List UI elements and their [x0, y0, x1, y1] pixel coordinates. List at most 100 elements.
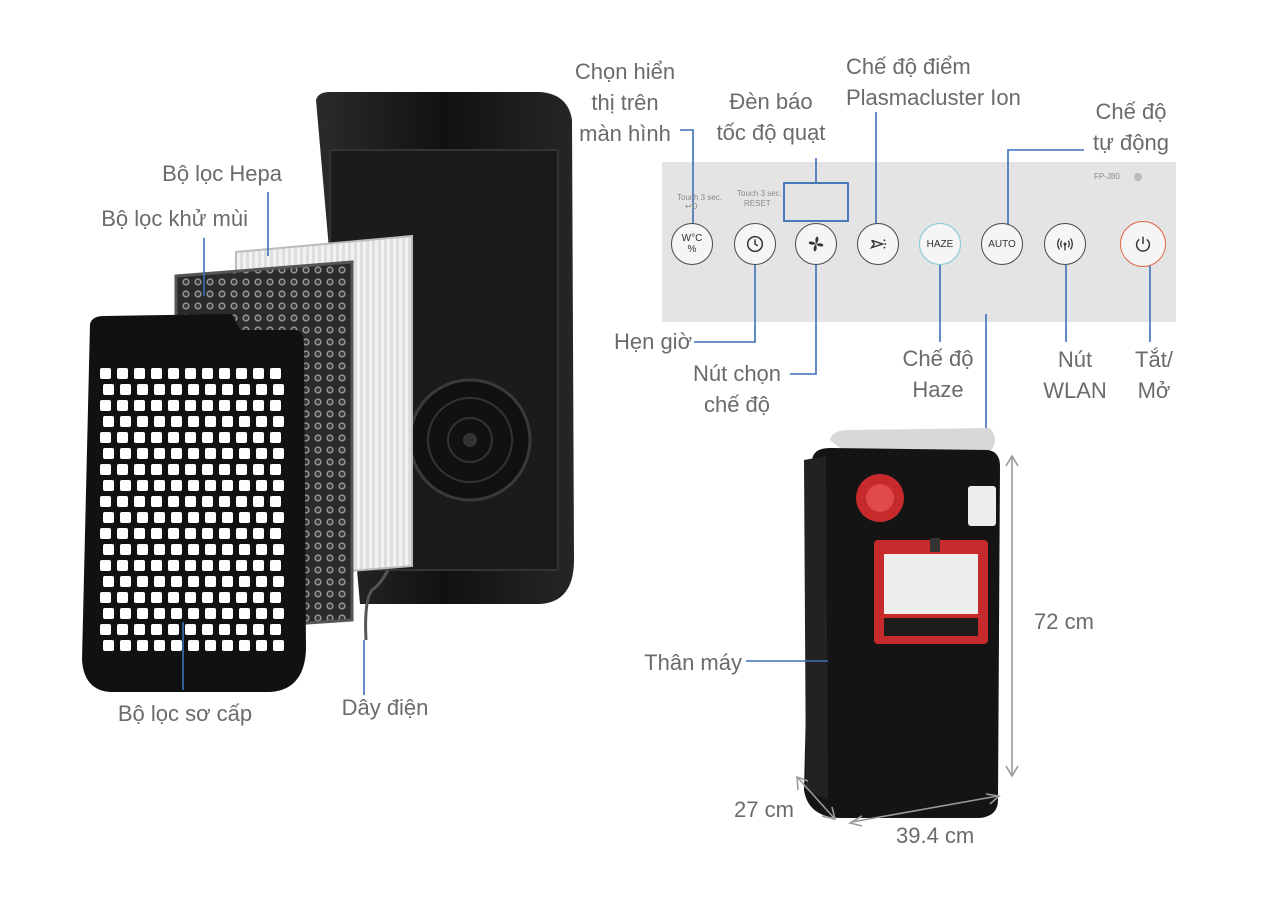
- pre-filter-hole: [256, 416, 267, 427]
- touch-hint-1: Touch 3 sec.: [677, 193, 722, 202]
- pre-filter-hole: [273, 576, 284, 587]
- pre-filter-hole: [188, 544, 199, 555]
- pre-filter-hole: [134, 432, 145, 443]
- pre-filter-hole: [202, 592, 213, 603]
- pre-filter-hole: [103, 480, 114, 491]
- pre-filter-hole: [239, 544, 250, 555]
- pre-filter-hole: [137, 480, 148, 491]
- pre-filter-hole: [171, 480, 182, 491]
- pre-filter-hole: [137, 512, 148, 523]
- pre-filter-shape: [82, 314, 306, 692]
- label-power-line2: Mở: [1137, 378, 1171, 403]
- pre-filter-hole: [202, 368, 213, 379]
- pre-filter-hole: [134, 624, 145, 635]
- label-auto-mode: Chế độ tự động: [1076, 96, 1186, 158]
- plasmacluster-spot-button[interactable]: [857, 223, 899, 265]
- pre-filter-hole: [253, 528, 264, 539]
- pre-filter-hole: [253, 624, 264, 635]
- pre-filter-hole: [137, 608, 148, 619]
- pre-filter-hole: [202, 432, 213, 443]
- pre-filter-hole: [256, 544, 267, 555]
- pre-filter-hole: [154, 576, 165, 587]
- pre-filter-hole: [154, 544, 165, 555]
- label-auto-mode-line1: Chế độ: [1095, 99, 1167, 124]
- pre-filter-hole: [100, 368, 111, 379]
- pre-filter-hole: [273, 384, 284, 395]
- label-wlan-button: Nút WLAN: [1030, 344, 1120, 406]
- pre-filter-hole: [202, 624, 213, 635]
- panel-model: FP-J80: [1094, 172, 1120, 181]
- label-hepa-filter: Bộ lọc Hepa: [162, 161, 282, 186]
- pre-filter-hole: [168, 592, 179, 603]
- label-plasmacluster-line2: Plasmacluster Ion: [846, 85, 1021, 110]
- touch-hint-1-sub: ↩D: [685, 202, 698, 211]
- label-pre-filter: Bộ lọc sơ cấp: [117, 701, 253, 726]
- pre-filter-hole: [239, 608, 250, 619]
- pre-filter-hole: [137, 640, 148, 651]
- pre-filter-hole: [236, 432, 247, 443]
- pre-filter-hole: [120, 640, 131, 651]
- pre-filter-hole: [120, 384, 131, 395]
- pre-filter-hole: [256, 608, 267, 619]
- auto-button-text: AUTO: [988, 238, 1016, 250]
- pre-filter-hole: [205, 576, 216, 587]
- haze-mode-button[interactable]: HAZE: [919, 223, 961, 265]
- pre-filter-hole: [154, 416, 165, 427]
- pre-filter-hole: [253, 560, 264, 571]
- mode-button[interactable]: [795, 223, 837, 265]
- pre-filter-hole: [202, 496, 213, 507]
- label-display-select-line1: Chọn hiển: [574, 59, 676, 84]
- pre-filter-hole: [205, 384, 216, 395]
- pre-filter-hole: [256, 480, 267, 491]
- pre-filter-hole: [103, 576, 114, 587]
- pre-filter-hole: [120, 608, 131, 619]
- pre-filter-hole: [151, 528, 162, 539]
- pre-filter-hole: [239, 512, 250, 523]
- pre-filter-hole: [100, 400, 111, 411]
- pre-filter-hole: [270, 560, 281, 571]
- label-plasmacluster-spot: Chế độ điểm Plasmacluster Ion: [846, 51, 1046, 113]
- pre-filter-hole: [154, 512, 165, 523]
- pre-filter-hole: [117, 464, 128, 475]
- pre-filter-hole: [185, 464, 196, 475]
- pre-filter-hole: [188, 640, 199, 651]
- pre-filter-hole: [205, 544, 216, 555]
- timer-button[interactable]: [734, 223, 776, 265]
- label-plasmacluster-line1: Chế độ điểm: [846, 54, 971, 79]
- pre-filter-hole: [236, 496, 247, 507]
- pre-filter-hole: [270, 624, 281, 635]
- pre-filter-hole: [219, 464, 230, 475]
- pre-filter-hole: [168, 560, 179, 571]
- pre-filter-hole: [168, 528, 179, 539]
- display-select-button[interactable]: W°C %: [671, 223, 713, 265]
- pre-filter-hole: [273, 480, 284, 491]
- pre-filter-hole: [151, 464, 162, 475]
- pre-filter-hole: [205, 416, 216, 427]
- pre-filter-hole: [151, 560, 162, 571]
- pre-filter-hole: [185, 432, 196, 443]
- pre-filter-hole: [188, 576, 199, 587]
- pre-filter-hole: [236, 400, 247, 411]
- haze-button-text: HAZE: [926, 238, 954, 250]
- pre-filter-hole: [256, 512, 267, 523]
- pre-filter-hole: [171, 512, 182, 523]
- label-mode-button-line2: chế độ: [703, 392, 771, 417]
- pre-filter-hole: [270, 432, 281, 443]
- pre-filter-hole: [222, 448, 233, 459]
- pre-filter-hole: [256, 384, 267, 395]
- pre-filter-hole: [270, 592, 281, 603]
- label-width: 39.4 cm: [896, 823, 975, 848]
- pre-filter-hole: [185, 400, 196, 411]
- pre-filter-hole: [171, 416, 182, 427]
- pre-filter-hole: [219, 496, 230, 507]
- power-button[interactable]: [1120, 221, 1166, 267]
- label-depth: 27 cm: [734, 797, 794, 822]
- label-timer: Hẹn giờ: [613, 329, 692, 354]
- pre-filter-hole: [253, 432, 264, 443]
- pre-filter-hole: [256, 576, 267, 587]
- auto-mode-button[interactable]: AUTO: [981, 223, 1023, 265]
- pre-filter-hole: [137, 576, 148, 587]
- label-display-select-line2: thị trên: [591, 90, 659, 115]
- wlan-button[interactable]: [1044, 223, 1086, 265]
